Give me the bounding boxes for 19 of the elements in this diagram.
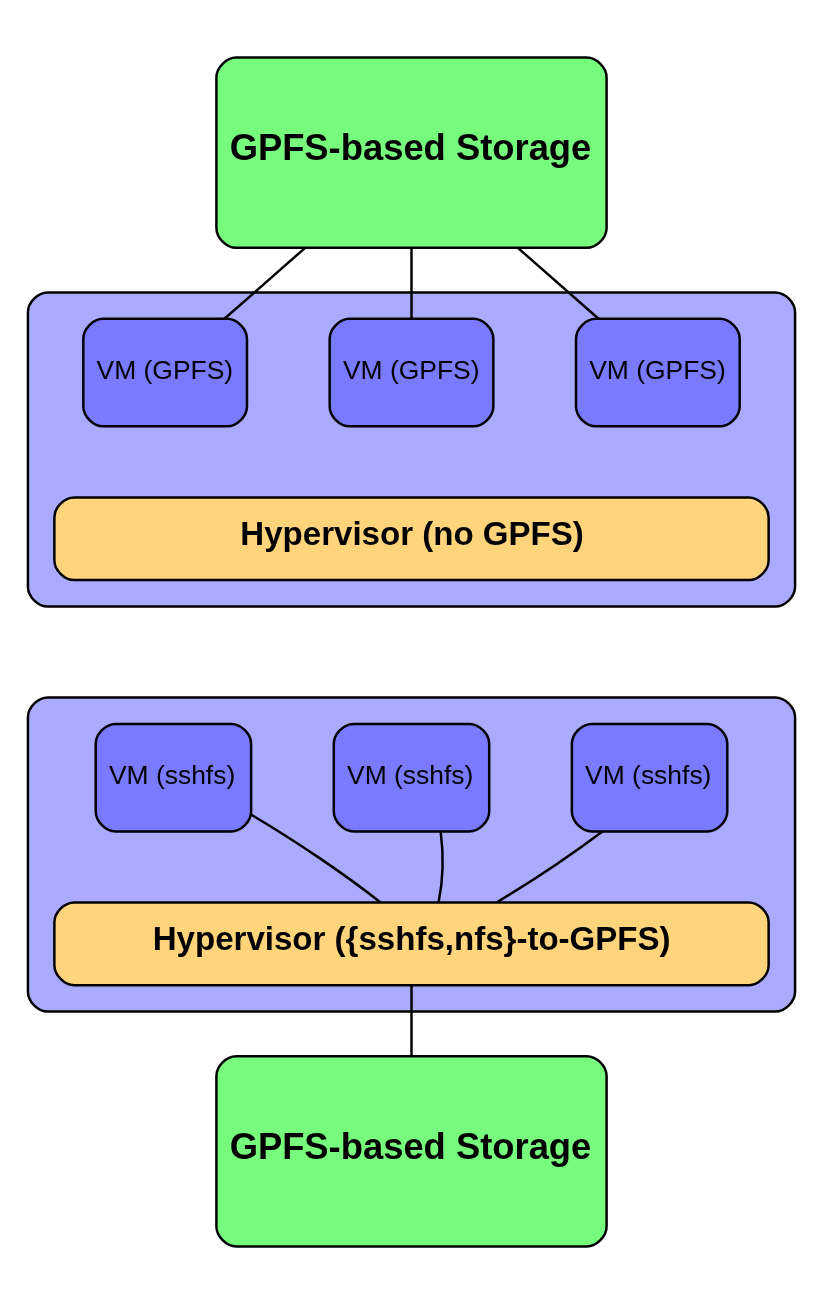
node-box: VM (GPFS) — [82, 317, 249, 428]
connector — [517, 246, 600, 320]
connector — [410, 984, 413, 1056]
node-box: GPFS-based Storage — [215, 1054, 608, 1248]
node-box: Hypervisor ({sshfs,nfs}-to-GPFS) — [53, 900, 770, 986]
node-box: Hypervisor (no GPFS) — [53, 495, 770, 581]
connector — [437, 831, 444, 902]
connector — [250, 813, 382, 903]
cluster — [26, 290, 797, 608]
node-box: VM (sshfs) — [332, 722, 491, 833]
node-box: VM (GPFS) — [328, 317, 495, 428]
node-box: VM (sshfs) — [570, 722, 729, 833]
node-box: GPFS-based Storage — [215, 55, 608, 249]
node-box: VM (GPFS) — [574, 317, 741, 428]
connector — [410, 247, 413, 319]
node-box: VM (sshfs) — [94, 722, 253, 833]
connector — [496, 830, 603, 903]
cluster — [26, 695, 797, 1013]
connector — [223, 246, 306, 320]
